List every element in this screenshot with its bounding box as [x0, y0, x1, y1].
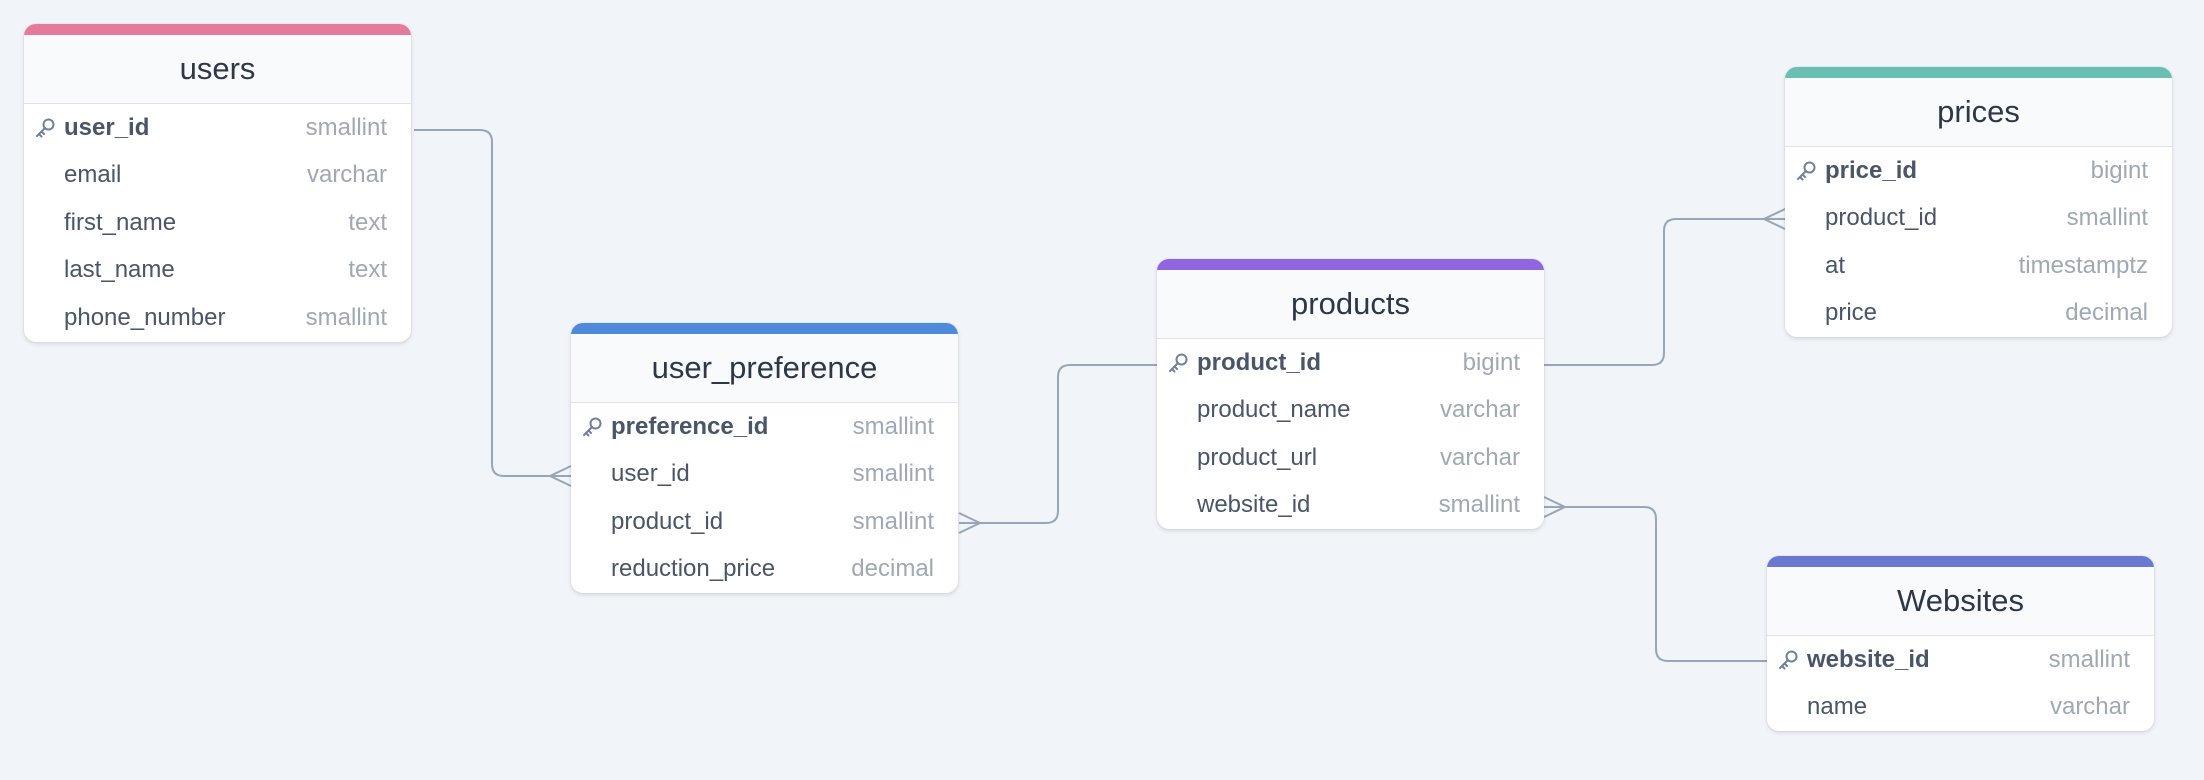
column-type: smallint	[852, 460, 934, 488]
column-name: preference_id	[611, 412, 769, 440]
column-name: user_id	[64, 113, 150, 141]
table-prices[interactable]: prices price_id bigint product_id smalli…	[1785, 67, 2172, 337]
table-title[interactable]: products	[1157, 270, 1544, 339]
table-accent-bar	[1785, 67, 2172, 78]
table-accent-bar	[24, 24, 411, 35]
column-name: product_name	[1197, 396, 1351, 424]
crow-foot-user-preference-user-id	[549, 465, 572, 487]
connector-products-prices[interactable]	[1544, 218, 1785, 366]
table-row[interactable]: user_id smallint	[24, 104, 411, 152]
column-name: at	[1825, 251, 1846, 279]
column-name: product_id	[1825, 204, 1938, 232]
column-name: phone_number	[64, 303, 226, 331]
column-name: product_url	[1197, 443, 1318, 471]
table-websites[interactable]: Websites website_id smallint name varcha…	[1767, 556, 2154, 731]
column-type: text	[348, 208, 387, 236]
table-title[interactable]: Websites	[1767, 567, 2154, 636]
table-title[interactable]: prices	[1785, 78, 2172, 147]
table-users[interactable]: users user_id smallint email varchar fir…	[24, 24, 411, 342]
crow-foot-user-preference-product-id	[958, 512, 981, 534]
column-type: varchar	[1439, 443, 1520, 471]
column-type: smallint	[2048, 645, 2130, 673]
column-type: smallint	[305, 113, 387, 141]
key-icon	[583, 417, 602, 437]
table-user-preference[interactable]: user_preference preference_id smallint u…	[571, 323, 958, 593]
column-type: smallint	[852, 507, 934, 535]
table-row[interactable]: phone_number smallint	[24, 294, 411, 342]
table-row[interactable]: name varchar	[1767, 684, 2154, 732]
table-title[interactable]: users	[24, 35, 411, 104]
column-name: reduction_price	[611, 555, 776, 583]
table-row[interactable]: product_id bigint	[1157, 339, 1544, 387]
column-type: varchar	[2049, 693, 2130, 721]
connector-websites-products[interactable]	[1544, 506, 1767, 662]
connector-users-user-preference[interactable]	[414, 129, 571, 477]
column-name: email	[64, 161, 122, 189]
table-row[interactable]: price decimal	[1785, 290, 2172, 338]
crow-foot-products-website-id	[1543, 496, 1566, 518]
column-type: timestamptz	[2018, 251, 2148, 279]
column-name: website_id	[1197, 491, 1311, 519]
column-type: smallint	[2066, 204, 2148, 232]
column-name: price	[1825, 299, 1878, 327]
table-row[interactable]: website_id smallint	[1157, 482, 1544, 530]
column-name: user_id	[611, 460, 690, 488]
column-type: varchar	[1439, 396, 1520, 424]
table-row[interactable]: product_id smallint	[1785, 195, 2172, 243]
column-type: smallint	[1438, 491, 1520, 519]
crow-foot-prices-product-id	[1763, 208, 1786, 230]
table-row[interactable]: last_name text	[24, 247, 411, 295]
column-type: bigint	[1462, 348, 1520, 376]
table-row[interactable]: product_name varchar	[1157, 387, 1544, 435]
table-row[interactable]: preference_id smallint	[571, 403, 958, 451]
table-row[interactable]: website_id smallint	[1767, 636, 2154, 684]
column-name: last_name	[64, 256, 175, 284]
key-icon	[1797, 161, 1816, 181]
column-type: varchar	[306, 161, 387, 189]
table-row[interactable]: first_name text	[24, 199, 411, 247]
column-name: first_name	[64, 208, 177, 236]
column-name: price_id	[1825, 156, 1918, 184]
column-name: product_id	[611, 507, 724, 535]
table-row[interactable]: product_id smallint	[571, 498, 958, 546]
connector-products-user-preference[interactable]	[959, 364, 1157, 524]
table-accent-bar	[1157, 259, 1544, 270]
table-row[interactable]: email varchar	[24, 152, 411, 200]
table-accent-bar	[571, 323, 958, 334]
column-type: text	[348, 256, 387, 284]
column-name: website_id	[1807, 645, 1930, 673]
table-accent-bar	[1767, 556, 2154, 567]
column-type: bigint	[2090, 156, 2148, 184]
column-name: name	[1807, 693, 1868, 721]
column-type: smallint	[305, 303, 387, 331]
table-title[interactable]: user_preference	[571, 334, 958, 403]
table-row[interactable]: user_id smallint	[571, 451, 958, 499]
table-products[interactable]: products product_id bigint product_name …	[1157, 259, 1544, 529]
column-name: product_id	[1197, 348, 1321, 376]
key-icon	[36, 118, 55, 138]
key-icon	[1169, 353, 1188, 373]
column-type: decimal	[2065, 299, 2148, 327]
table-row[interactable]: product_url varchar	[1157, 434, 1544, 482]
table-row[interactable]: at timestamptz	[1785, 242, 2172, 290]
column-type: decimal	[851, 555, 934, 583]
table-row[interactable]: price_id bigint	[1785, 147, 2172, 195]
table-row[interactable]: reduction_price decimal	[571, 546, 958, 594]
column-type: smallint	[852, 412, 934, 440]
key-icon	[1779, 650, 1798, 670]
